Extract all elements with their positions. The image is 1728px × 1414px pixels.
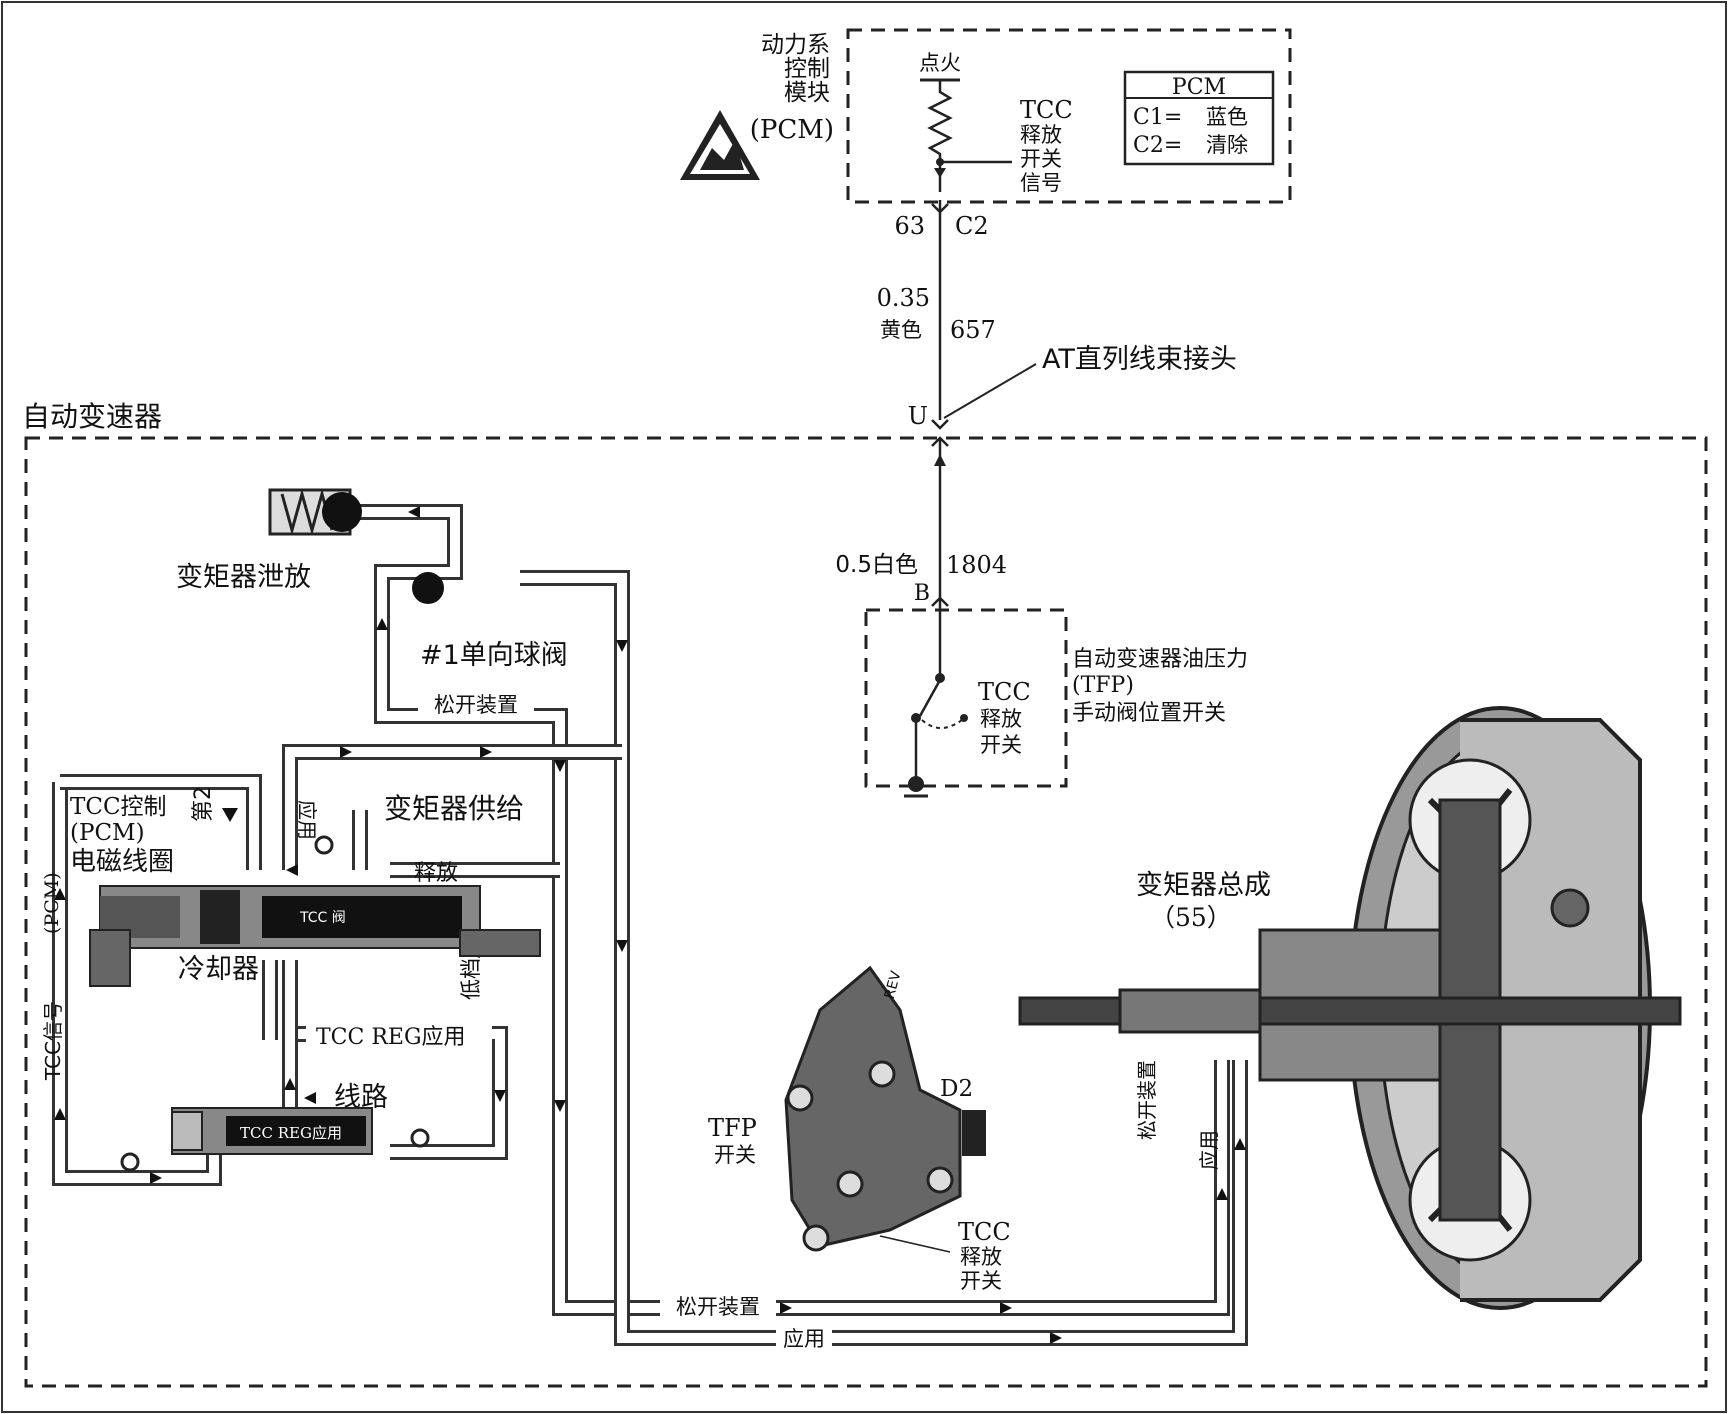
harness-leader [943,363,1037,419]
tfp-label-line3: 开关 [980,733,1022,757]
release-vertical-label: 松开装置 [1135,1060,1159,1140]
solenoid-line1: TCC控制 [70,794,167,820]
release-bottom-label: 松开装置 [676,1295,760,1319]
pcm-label-line2: 控制 [784,56,830,82]
b-connector-mark [931,596,949,607]
legend-box [1123,70,1275,166]
tfp-label-line2: 释放 [980,707,1022,731]
reg-valve-label: TCC REG应用 [240,1124,342,1142]
release-short-label: 释放 [414,861,458,886]
apply-bottom-bg [776,1324,832,1352]
pcm-box [846,28,1292,204]
legend-row1-val: 蓝色 [1206,105,1248,129]
exhaust-valve-icon [268,488,362,536]
switch-travel-arc [921,719,963,729]
wire-bottom-gauge: 0.5白色 [835,552,918,578]
signal-line1: TCC [1020,96,1073,124]
solenoid-signal-vertical: TCC信号 [41,1001,65,1081]
pcm-pin-arrow [934,168,946,178]
signal-line3: 开关 [1020,147,1062,171]
transmission-box [24,436,1708,1388]
wire-gauge: 0.35 [877,284,930,312]
harness-pin-u: U [908,402,928,430]
wire-circuit: 657 [950,316,996,344]
tfp-part-label2: 开关 [714,1143,756,1167]
reg-apply-label: TCC REG应用 [316,1025,466,1050]
wire-pin: 63 [894,212,925,240]
supply-label: 变矩器供给 [384,792,524,825]
tfp-desc-line2: (TFP) [1072,673,1134,698]
tfp-tcc-line2: 释放 [960,1245,1002,1269]
tcc-reg-valve [171,1107,373,1155]
pcm-label-line3: 模块 [784,80,830,106]
ground-icon [904,776,928,798]
reg-apply-bg [306,1020,492,1050]
pcm-label-line1: 动力系 [761,32,830,58]
tfp-tcc-leader [879,1235,951,1253]
tfp-label-line1: TCC [978,678,1031,706]
ignition-label: 点火 [919,51,961,75]
wire-connector: C2 [955,212,989,240]
switch-pivot [911,713,921,723]
u-connector-mark-bottom [931,436,949,447]
flow-arrows [54,506,1246,1344]
tfp-rev-label: REV [882,969,905,1001]
wire-color: 黄色 [880,318,922,342]
cooler-label: 冷却器 [178,954,259,985]
switch-contact-top [935,673,945,683]
transmission-label: 自动变速器 [22,400,162,433]
tfp-switch-box [864,608,1068,788]
tfp-desc-line1: 自动变速器油压力 [1072,647,1248,672]
pcm-label-line4: (PCM) [750,115,834,145]
check-ball-label: #1单向球阀 [420,640,568,671]
tfp-tcc-line3: 开关 [960,1269,1002,1293]
pullup-resistor [927,80,953,192]
release-top-label: 松开装置 [434,693,518,717]
wire-direction-arrow [934,454,946,466]
converter-number: （55） [1150,903,1232,932]
legend-row2-key: C2= [1133,133,1182,158]
solenoid-line2: (PCM) [70,820,145,846]
orifice-icon-1 [120,1152,140,1172]
torque-converter [1018,706,1682,1310]
apply-vertical-label: 应用 [295,800,319,840]
tfp-desc-line3: 手动阀位置开关 [1072,701,1226,726]
solenoid-pcm-vertical: (PCM) [41,872,63,934]
tfp-d2-label: D2 [940,1076,973,1102]
legend-title: PCM [1172,75,1226,100]
legend-row1-key: C1= [1133,105,1182,130]
tfp-part-label1: TFP [708,1114,757,1142]
esd-warning-icon [680,110,760,180]
solenoid-second: 第2 [191,786,216,822]
release-bottom-bg [660,1292,776,1320]
harness-label: AT直列线束接头 [1042,344,1237,375]
solenoid-arrow [222,808,238,822]
switch-contact-open [960,714,968,722]
wire-bottom-circuit: 1804 [946,551,1007,579]
line-arrow [304,1092,316,1104]
u-connector-mark-top [931,419,949,430]
orifice-icon-3 [314,835,334,855]
signal-line2: 释放 [1020,123,1062,147]
signal-line4: 信号 [1020,171,1062,195]
release-top-bg [418,690,534,718]
solenoid-line3: 电磁线圈 [70,847,174,877]
tfp-tcc-line1: TCC [958,1218,1011,1246]
legend-row2-val: 清除 [1206,133,1248,157]
c2-connector-mark [931,203,949,214]
check-ball-icon [412,572,444,604]
converter-label: 变矩器总成 [1136,870,1271,901]
apply-vertical-label-2: 应用 [1197,1130,1221,1170]
orifice-icon-2 [410,1128,430,1148]
apply-bottom-label: 应用 [783,1327,825,1351]
tfp-switch-part [784,965,986,1252]
tcc-valve [89,885,541,987]
harness-pin-b: B [914,581,930,606]
exhaust-label: 变矩器泄放 [176,562,311,593]
switch-blade [918,679,942,717]
tcc-valve-label: TCC 阀 [299,910,346,926]
